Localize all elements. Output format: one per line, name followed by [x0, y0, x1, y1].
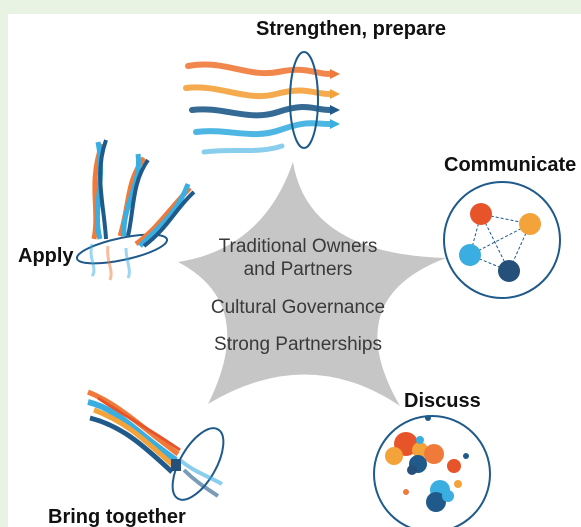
merging-strands-icon	[87, 389, 225, 501]
diagram-graphics	[75, 51, 561, 527]
label-strengthen-prepare: Strengthen, prepare	[256, 18, 447, 40]
label-communicate: Communicate	[444, 154, 577, 176]
center-line-strong-partnerships: Strong Partnerships	[214, 334, 382, 355]
center-line-and-partners: and Partners	[243, 259, 353, 280]
diagram-canvas: Strengthen, prepare Communicate Apply Di…	[8, 14, 581, 527]
center-line-traditional-owners: Traditional Owners	[218, 236, 378, 257]
center-star-shape	[178, 162, 446, 406]
braided-strands-icon	[75, 139, 196, 281]
bubbles-cluster-icon	[373, 415, 491, 527]
label-discuss: Discuss	[404, 390, 481, 412]
streams-through-ring-icon	[183, 51, 340, 155]
label-bring-together: Bring together	[48, 506, 186, 527]
network-nodes-icon	[443, 181, 561, 299]
center-line-cultural-governance: Cultural Governance	[210, 297, 386, 318]
label-apply: Apply	[18, 245, 74, 267]
